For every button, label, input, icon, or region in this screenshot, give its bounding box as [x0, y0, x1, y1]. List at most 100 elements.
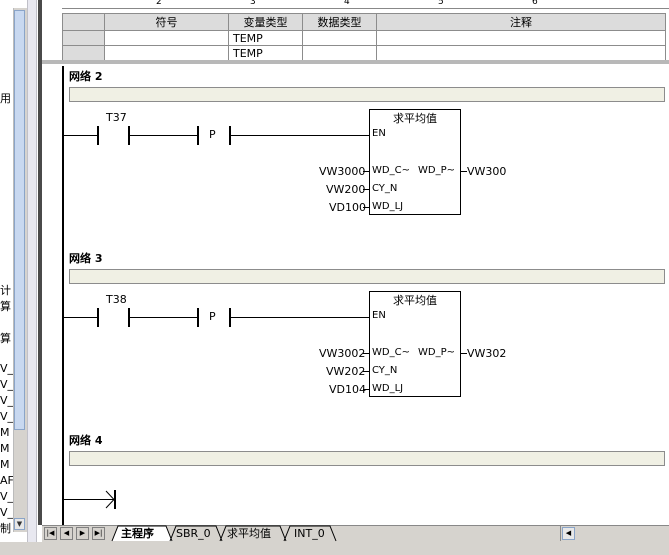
operand-input-3[interactable]: VD104: [329, 383, 366, 396]
status-strip: [0, 542, 669, 555]
pin-input-2: CY_N: [372, 183, 398, 194]
tree-fragment[interactable]: M: [0, 426, 10, 439]
network-title[interactable]: 网络 4: [69, 434, 103, 447]
tree-fragment[interactable]: AF: [0, 474, 14, 487]
network-comment[interactable]: [69, 87, 665, 102]
pin-stub: [460, 171, 467, 172]
contact-left-bar[interactable]: [97, 126, 99, 145]
data-type-cell[interactable]: [302, 45, 377, 61]
tree-fragment[interactable]: V_: [0, 362, 14, 375]
ruler-number: 6: [532, 0, 538, 7]
rung-wire: [64, 499, 114, 500]
var-type-cell[interactable]: TEMP: [228, 45, 303, 61]
nav-last-icon[interactable]: ▶|: [92, 527, 105, 540]
pin-stub: [363, 207, 370, 208]
pin-input-3: WD_LJ: [372, 383, 404, 394]
tab-sbr-0[interactable]: SBR_0: [176, 527, 211, 540]
operand-input-1[interactable]: VW3000: [319, 165, 366, 178]
var-type-cell[interactable]: TEMP: [228, 30, 303, 46]
network-comment[interactable]: [69, 269, 665, 284]
scroll-left-icon[interactable]: ◀: [562, 527, 575, 540]
positive-edge-label[interactable]: P: [209, 310, 216, 323]
tree-fragment[interactable]: 算: [0, 332, 11, 345]
symbol-cell[interactable]: [104, 30, 229, 46]
table-row[interactable]: TEMP: [62, 45, 666, 61]
pin-en: EN: [372, 310, 386, 321]
rung-wire: [231, 135, 370, 136]
function-block-average[interactable]: 求平均值: [369, 109, 461, 215]
comment-cell[interactable]: [376, 30, 666, 46]
rung-end-arrow-icon[interactable]: [104, 489, 118, 510]
network-title[interactable]: 网络 3: [69, 252, 103, 265]
contact-left-bar[interactable]: [97, 308, 99, 327]
ruler-number: 5: [438, 0, 444, 7]
pin-stub: [363, 389, 370, 390]
tab-main-program[interactable]: 主程序: [121, 527, 154, 540]
tab-average-subroutine[interactable]: 求平均值: [227, 527, 271, 540]
positive-edge-label[interactable]: P: [209, 128, 216, 141]
edge-left-bar[interactable]: [197, 126, 199, 145]
contact-address[interactable]: T37: [106, 111, 127, 124]
network-comment[interactable]: [69, 451, 665, 466]
tree-fragment[interactable]: M: [0, 442, 10, 455]
column-header-symbol[interactable]: 符号: [104, 13, 229, 31]
function-block-average[interactable]: 求平均值: [369, 291, 461, 397]
comment-cell[interactable]: [376, 45, 666, 61]
operand-input-1[interactable]: VW3002: [319, 347, 366, 360]
tree-scroll-thumb[interactable]: [14, 10, 25, 430]
tree-fragment[interactable]: 制: [0, 522, 11, 535]
row-header-corner: [62, 13, 105, 31]
operand-input-2[interactable]: VW202: [326, 365, 366, 378]
rung-wire: [130, 317, 197, 318]
edge-right-bar[interactable]: [229, 308, 231, 327]
operand-input-3[interactable]: VD100: [329, 201, 366, 214]
pin-stub: [363, 171, 370, 172]
tree-fragment[interactable]: V_: [0, 410, 14, 423]
power-rail: [62, 66, 64, 526]
horizontal-scrollbar[interactable]: [560, 526, 669, 541]
tree-fragment[interactable]: V_: [0, 490, 14, 503]
network-title[interactable]: 网络 2: [69, 70, 103, 83]
pin-input-1: WD_C~: [372, 347, 410, 358]
pin-input-1: WD_C~: [372, 165, 410, 176]
tab-int-0[interactable]: INT_0: [294, 527, 325, 540]
pin-input-2: CY_N: [372, 365, 398, 376]
contact-address[interactable]: T38: [106, 293, 127, 306]
operand-input-2[interactable]: VW200: [326, 183, 366, 196]
operand-output-1[interactable]: VW300: [467, 165, 507, 178]
tree-fragment[interactable]: 用: [0, 92, 11, 105]
nav-first-icon[interactable]: |◀: [44, 527, 57, 540]
tree-fragment[interactable]: V_: [0, 394, 14, 407]
nav-next-icon[interactable]: ▶: [76, 527, 89, 540]
block-name: 求平均值: [393, 112, 437, 125]
nav-prev-icon[interactable]: ◀: [60, 527, 73, 540]
tree-fragment[interactable]: 计: [0, 284, 11, 297]
column-header-var-type[interactable]: 变量类型: [228, 13, 303, 31]
pane-splitter[interactable]: [27, 0, 37, 555]
rung-wire: [64, 317, 98, 318]
column-header-data-type[interactable]: 数据类型: [302, 13, 377, 31]
table-splitter[interactable]: [42, 60, 669, 64]
pin-output-1: WD_P~: [418, 165, 455, 176]
data-type-cell[interactable]: [302, 30, 377, 46]
tree-fragment[interactable]: M: [0, 458, 10, 471]
local-variable-table: 符号 变量类型 数据类型 注释 TEMP TEMP: [62, 13, 666, 61]
operand-output-1[interactable]: VW302: [467, 347, 507, 360]
edge-left-bar[interactable]: [197, 308, 199, 327]
symbol-cell[interactable]: [104, 45, 229, 61]
tree-fragment[interactable]: V_: [0, 506, 14, 519]
table-row[interactable]: TEMP: [62, 30, 666, 46]
row-header[interactable]: [62, 30, 105, 46]
contact-right-bar[interactable]: [128, 126, 130, 145]
pin-en: EN: [372, 128, 386, 139]
tree-fragment[interactable]: 算: [0, 300, 11, 313]
edge-right-bar[interactable]: [229, 126, 231, 145]
pin-stub: [363, 353, 370, 354]
ruler-number: 4: [344, 0, 350, 7]
pin-stub: [460, 353, 467, 354]
scroll-down-icon[interactable]: ▼: [14, 518, 25, 530]
column-header-comment[interactable]: 注释: [376, 13, 666, 31]
tree-fragment[interactable]: V_: [0, 378, 14, 391]
row-header[interactable]: [62, 45, 105, 61]
contact-right-bar[interactable]: [128, 308, 130, 327]
